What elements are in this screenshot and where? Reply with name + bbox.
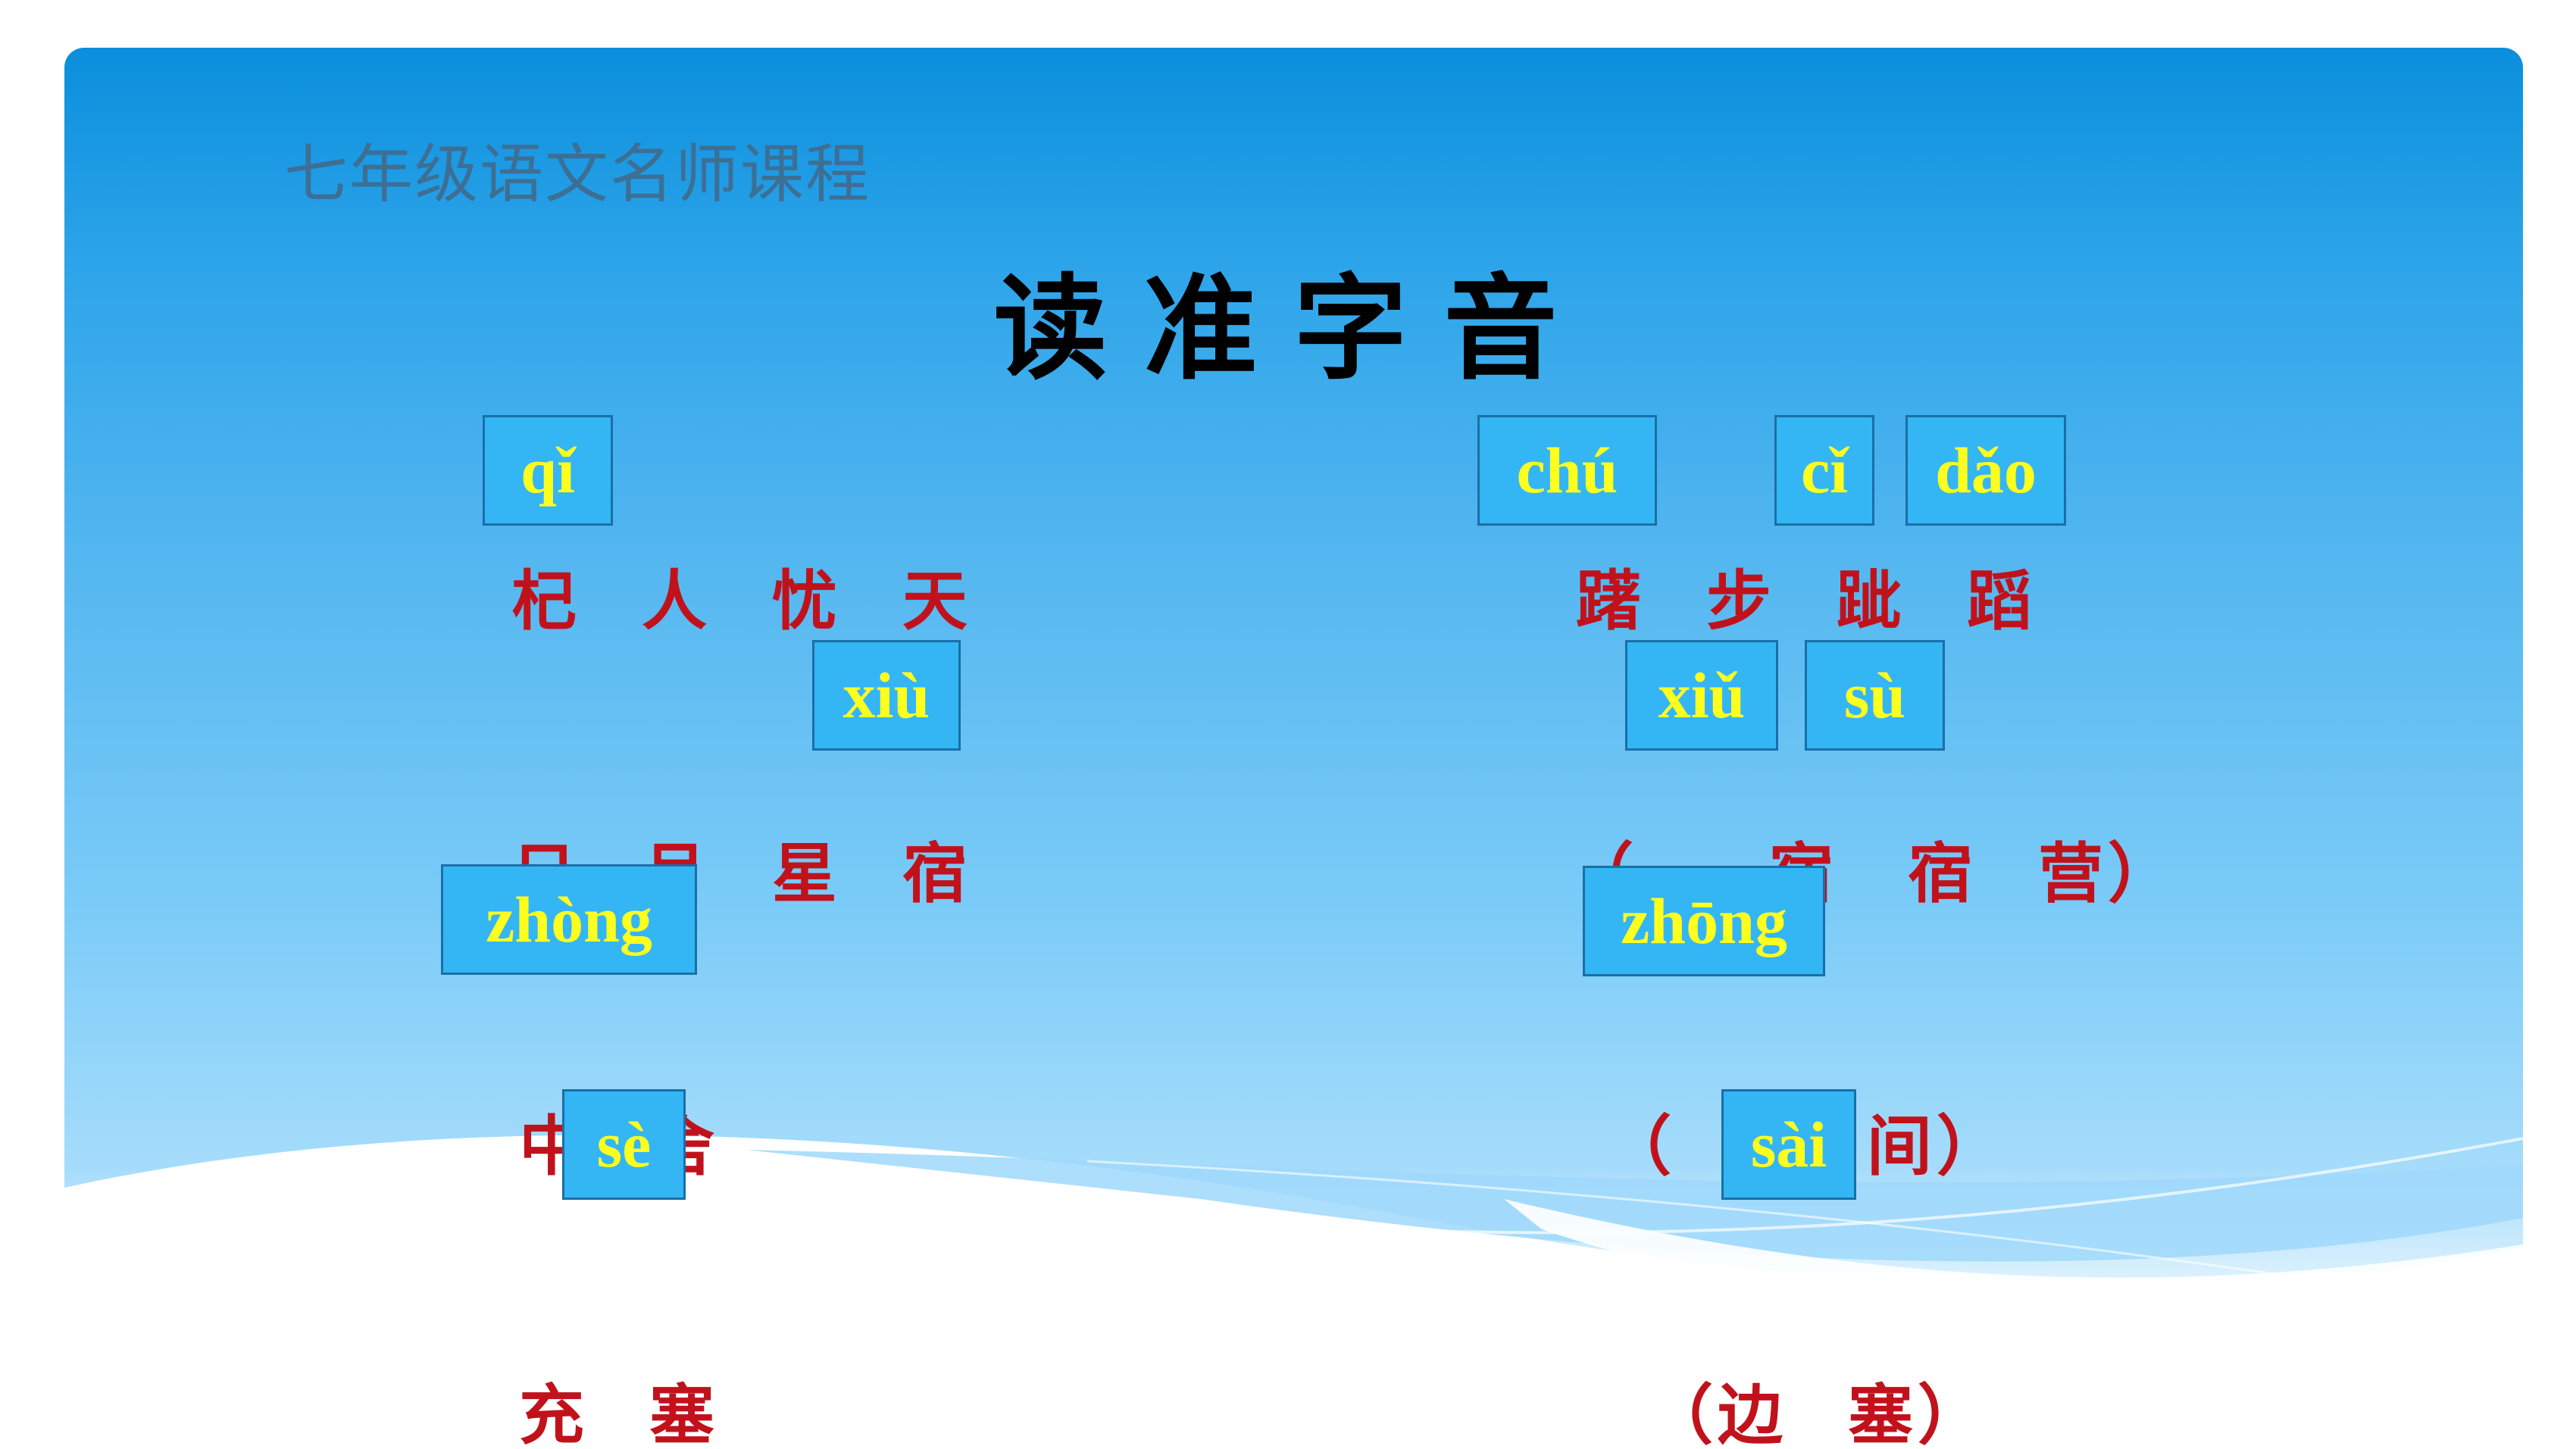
- pinyin-box-zhong-1: zhōng: [1583, 866, 1825, 976]
- pinyin-box-su: sù: [1805, 640, 1945, 751]
- page-title: 读准字音: [993, 264, 1594, 395]
- word-qi-ren-you-tian: 杞 人 忧 天: [511, 563, 972, 639]
- pinyin-box-qi: qǐ: [483, 415, 613, 526]
- slide-background: 七年级语文名师课程 读准字音 杞 人 忧 天 日 月 星 宿 中 舍 充 塞 躇…: [64, 48, 2523, 1449]
- pinyin-box-se: sè: [562, 1089, 686, 1200]
- word-chong-se: 充 塞: [519, 1377, 719, 1449]
- pinyin-box-xiu-4: xiù: [812, 640, 961, 751]
- wave-decoration: [64, 1135, 2523, 1449]
- pinyin-box-xiu-3: xiǔ: [1625, 640, 1778, 751]
- pinyin-box-dao: dǎo: [1905, 415, 2066, 526]
- course-subtitle: 七年级语文名师课程: [284, 137, 871, 211]
- word-chu-bu-ci-dao: 躇 步 跐 蹈: [1576, 563, 2037, 639]
- pinyin-box-ci: cǐ: [1774, 415, 1874, 526]
- word-bian-sai: （边 塞）: [1648, 1377, 1987, 1449]
- pinyin-box-chu: chú: [1477, 415, 1657, 526]
- pinyin-box-zhong-4: zhòng: [441, 864, 697, 975]
- pinyin-box-sai: sài: [1721, 1089, 1856, 1200]
